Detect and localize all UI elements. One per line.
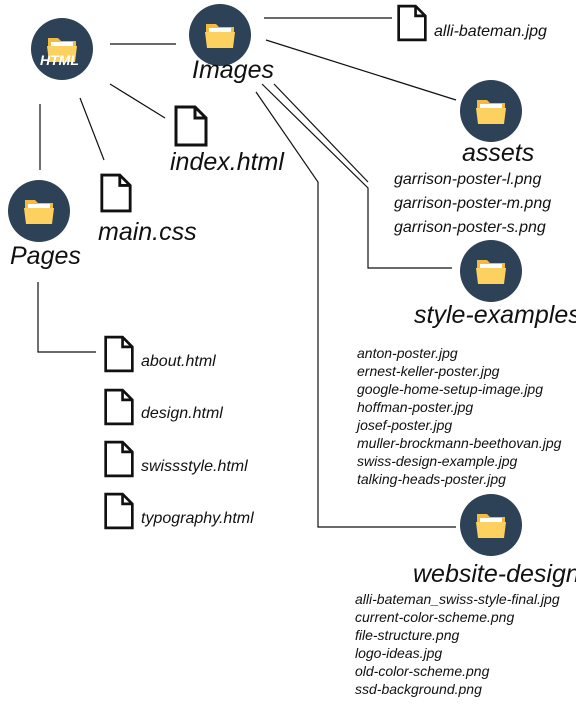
website-design-file-list: alli-bateman_swiss-style-final.jpg curre… [355, 590, 560, 698]
design-file-label: design.html [141, 405, 223, 422]
about-file-label: about.html [141, 353, 216, 370]
website-design-folder-label: website-design [413, 560, 576, 588]
swissstyle-file-label: swissstyle.html [141, 458, 248, 475]
main-css-file-icon [99, 172, 133, 214]
root-folder-label: HTML [40, 52, 79, 68]
list-item: old-color-scheme.png [355, 663, 490, 679]
list-item: ssd-background.png [355, 681, 482, 697]
list-item: ernest-keller-poster.jpg [357, 363, 500, 379]
list-item: talking-heads-poster.jpg [357, 471, 506, 487]
images-folder-icon [189, 4, 251, 66]
typography-file-icon [103, 490, 135, 532]
list-item: josef-poster.jpg [357, 417, 453, 433]
typography-file-label: typography.html [141, 510, 254, 527]
alli-bateman-file-icon [396, 2, 428, 44]
images-folder-label: Images [192, 56, 274, 84]
list-item: hoffman-poster.jpg [357, 399, 474, 415]
list-item: swiss-design-example.jpg [357, 453, 518, 469]
main-css-file-label: main.css [98, 218, 197, 246]
list-item: alli-bateman_swiss-style-final.jpg [355, 591, 560, 607]
list-item: google-home-setup-image.jpg [357, 381, 543, 397]
style-examples-folder-icon [460, 240, 522, 302]
list-item: muller-brockmann-beethovan.jpg [357, 435, 562, 451]
index-file-icon [173, 104, 209, 148]
alli-bateman-file-label: alli-bateman.jpg [434, 23, 547, 40]
list-item: file-structure.png [355, 627, 460, 643]
pages-folder-icon [8, 180, 70, 242]
website-design-folder-icon [460, 494, 522, 556]
design-file-icon [103, 386, 135, 428]
list-item: garrison-poster-l.png [394, 171, 542, 188]
list-item: current-color-scheme.png [355, 609, 515, 625]
list-item: anton-poster.jpg [357, 345, 458, 361]
style-examples-file-list: anton-poster.jpg ernest-keller-poster.jp… [357, 344, 561, 488]
list-item: logo-ideas.jpg [355, 645, 443, 661]
assets-folder-label: assets [462, 139, 535, 167]
pages-folder-label: Pages [10, 242, 81, 270]
assets-folder-icon [460, 80, 522, 142]
index-file-label: index.html [170, 148, 284, 176]
list-item: garrison-poster-m.png [394, 195, 552, 212]
list-item: garrison-poster-s.png [394, 219, 546, 236]
about-file-icon [103, 333, 135, 375]
assets-file-list: garrison-poster-l.png garrison-poster-m.… [394, 168, 551, 240]
swissstyle-file-icon [103, 438, 135, 480]
style-examples-folder-label: style-examples [414, 301, 576, 329]
html-root-folder-icon: HTML [31, 18, 93, 80]
